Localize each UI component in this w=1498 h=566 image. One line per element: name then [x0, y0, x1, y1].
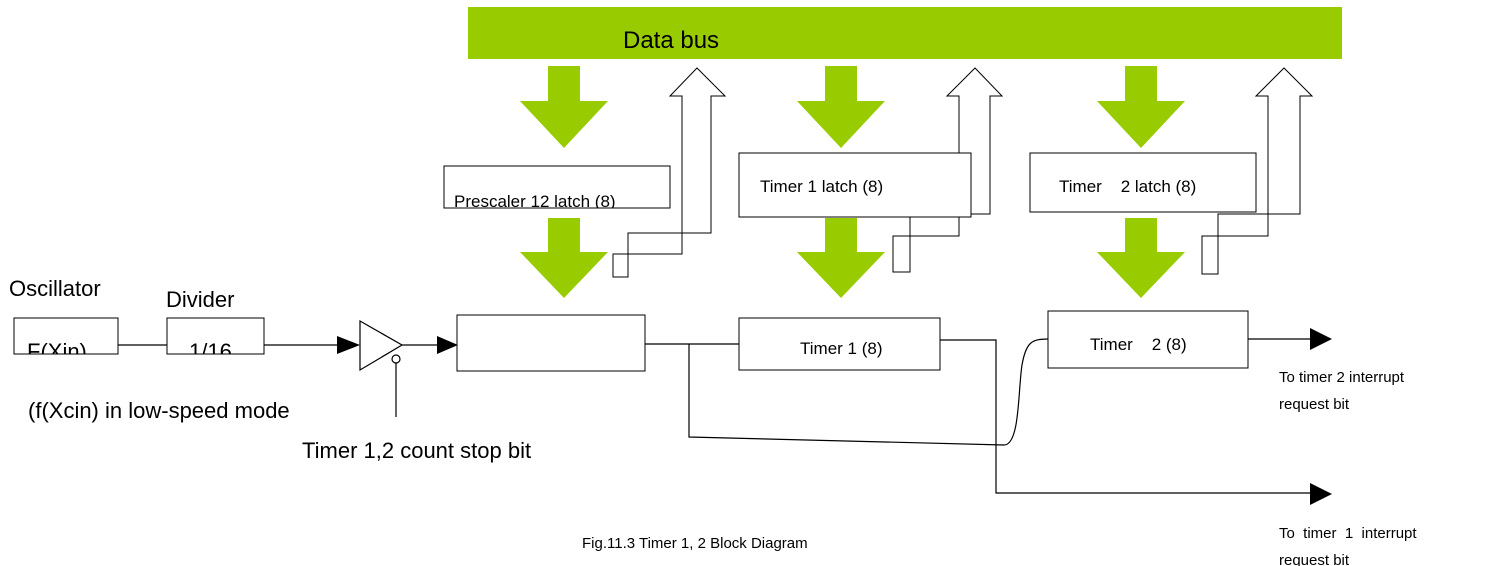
signal-lines: [118, 338, 1313, 494]
data-bus-label: Data bus: [623, 27, 719, 54]
timer1-output-line: [940, 339, 1312, 494]
bus-to-timer2-latch-arrow: [1097, 66, 1185, 148]
gate-input-arrowhead: [337, 336, 360, 354]
oscillator: Oscillator F(Xin) (f(Xcin) in low-speed …: [9, 276, 290, 423]
gate-triangle-icon: [359, 319, 404, 372]
prescaler-latch-box: [443, 165, 671, 209]
oscillator-low-speed-note: (f(Xcin) in low-speed mode: [28, 398, 290, 423]
divider-box: [166, 317, 265, 355]
timer2-counter-label: Timer 2 (8): [1090, 335, 1187, 354]
timer1-latch: Timer 1 latch (8): [738, 152, 972, 218]
oscillator-box: [13, 317, 119, 355]
prescaler-read-arrow: [612, 67, 727, 278]
arrowheads: [337, 328, 1332, 505]
divider: Divider 1/16: [166, 287, 265, 364]
timer2-interrupt-line2: request bit: [1279, 396, 1350, 413]
timer2-interrupt-arrowhead: [1310, 328, 1332, 350]
bus-write-arrows: [520, 66, 1185, 148]
gate-inversion-bubble: [391, 354, 401, 364]
prescaler-latch-label: Prescaler 12 latch (8): [454, 192, 616, 211]
timer2-interrupt-output: To timer 2 interrupt request bit: [1279, 369, 1405, 413]
timer1-interrupt-line1: To timer 1 interrupt: [1279, 525, 1417, 542]
timer1-interrupt-line2: request bit: [1279, 552, 1350, 566]
data-bus-bar: [468, 7, 1342, 59]
oscillator-box-label: F(Xin): [27, 339, 87, 364]
timer2-read-arrow: [1201, 67, 1314, 275]
timer1-counter: Timer 1 (8): [738, 317, 941, 371]
divider-title: Divider: [166, 287, 234, 312]
timer2-counter: Timer 2 (8): [1047, 310, 1249, 369]
latch-load-arrows: [520, 218, 1185, 298]
prescaler-latch-to-counter-arrow: [520, 218, 608, 298]
timer2-latch-box: [1029, 152, 1257, 213]
bus-to-prescaler-latch-arrow: [520, 66, 608, 148]
timer1-interrupt-output: To timer 1 interrupt request bit: [1279, 525, 1417, 566]
prescaler-latch: Prescaler 12 latch (8): [443, 165, 671, 211]
timer1-latch-label: Timer 1 latch (8): [760, 177, 883, 196]
timer1-latch-to-counter-arrow: [797, 218, 885, 298]
timer1-counter-box: [738, 317, 941, 371]
timer1-interrupt-arrowhead: [1310, 483, 1332, 505]
prescaler-bypass-line: [688, 344, 1005, 446]
timer2-counter-box: [1047, 310, 1249, 369]
timer1-counter-label: Timer 1 (8): [800, 339, 883, 358]
timer1-read-arrow: [892, 67, 1004, 273]
timer1-latch-box: [738, 152, 972, 218]
bus-read-arrows: [612, 67, 1314, 278]
timer2-latch: Timer 2 latch (8): [1029, 152, 1257, 213]
count-stop-label: Timer 1,2 count stop bit: [302, 438, 531, 463]
prescaler-input-arrowhead: [437, 336, 458, 354]
timer2-latch-label: Timer 2 latch (8): [1059, 177, 1196, 196]
bus-to-timer1-latch-arrow: [797, 66, 885, 148]
timer2-interrupt-line1: To timer 2 interrupt: [1279, 369, 1405, 386]
oscillator-title: Oscillator: [9, 276, 101, 301]
timer2-latch-to-counter-arrow: [1097, 218, 1185, 298]
prescaler-counter-box: [456, 314, 646, 372]
prescaler-counter: [456, 314, 646, 372]
timer2-clock-select-line: [1003, 338, 1049, 446]
data-bus: Data bus: [468, 7, 1342, 59]
divider-box-label: 1/16: [189, 339, 232, 364]
figure-caption: Fig.11.3 Timer 1, 2 Block Diagram: [582, 535, 808, 552]
count-stop-gate: Timer 1,2 count stop bit: [302, 319, 531, 463]
